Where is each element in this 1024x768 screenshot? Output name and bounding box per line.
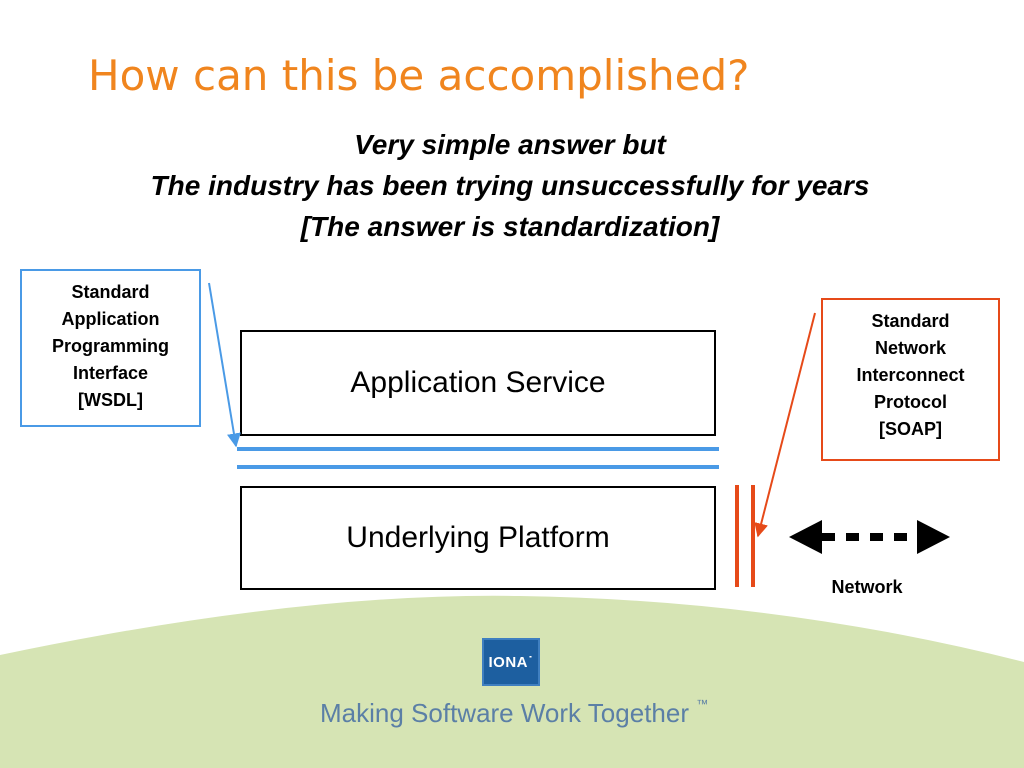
network-label: Network [831,577,903,597]
trademark-symbol: ™ [696,697,709,712]
network-callout-line-5: [SOAP] [879,419,942,439]
protocol-pointer-arrow [754,312,816,538]
api-callout-line-1: Standard [71,282,150,302]
underlying-platform-label: Underlying Platform [346,521,610,554]
network-callout-line-2: Network [874,338,946,358]
iona-logo: IONA˙ [482,638,540,686]
network-protocol-callout-box: Standard Network Interconnect Protocol [… [821,298,1000,461]
iona-logo-text: IONA˙ [488,653,534,671]
subtitle-line-1: Very simple answer but [354,129,666,160]
api-callout-line-4: Interface [72,363,149,383]
network-callout-line-1: Standard [871,311,950,331]
api-callout-line-5: [WSDL] [78,390,143,410]
api-callout-line-3: Programming [51,336,170,356]
application-service-box: Application Service [240,330,716,436]
api-pointer-arrow [208,282,241,448]
application-service-label: Application Service [350,366,606,399]
slide-title: How can this be accomplished? [88,51,750,100]
api-callout-box: Standard Application Programming Interfa… [20,269,201,427]
network-bidirectional-arrow-icon [789,520,950,554]
tagline-text: Making Software Work Together [320,698,689,728]
slide-subtitle: Very simple answer but The industry has … [40,124,980,247]
api-callout-line-2: Application [61,309,160,329]
company-tagline: Making Software Work Together ™ [320,697,709,729]
underlying-platform-box: Underlying Platform [240,486,716,590]
subtitle-line-3: [The answer is standardization] [300,211,720,242]
subtitle-line-2: The industry has been trying unsuccessfu… [150,170,870,201]
network-callout-line-4: Protocol [873,392,947,412]
network-callout-line-3: Interconnect [856,365,965,385]
